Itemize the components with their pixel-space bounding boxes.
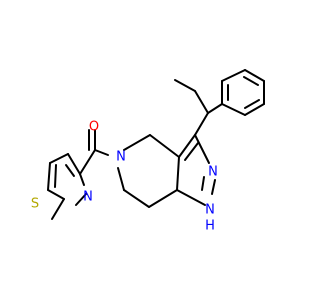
bond bbox=[178, 134, 196, 158]
atom-label-layer: O S N N N N H bbox=[31, 120, 218, 234]
bond bbox=[244, 99, 260, 109]
amide-nitrogen-label: N bbox=[116, 150, 126, 165]
bond bbox=[123, 134, 151, 151]
oxygen-atom-label: O bbox=[89, 120, 99, 135]
bond bbox=[211, 179, 216, 195]
bond bbox=[79, 173, 85, 186]
bond bbox=[47, 162, 51, 191]
bond bbox=[49, 153, 69, 164]
bond bbox=[123, 189, 150, 208]
bond bbox=[221, 69, 246, 82]
bond bbox=[67, 153, 81, 175]
bond bbox=[207, 103, 223, 114]
molecule-structure: O S N N N N H bbox=[31, 69, 265, 234]
bond bbox=[65, 164, 75, 177]
bond bbox=[184, 142, 199, 161]
bond bbox=[174, 79, 196, 92]
bond bbox=[194, 134, 210, 164]
bond bbox=[194, 90, 209, 114]
bond bbox=[51, 198, 65, 220]
pyrazole-nh-nitrogen-label: N bbox=[205, 203, 215, 218]
thiazole-nitrogen-label: N bbox=[83, 190, 93, 205]
bond bbox=[79, 149, 96, 175]
bond bbox=[148, 189, 178, 208]
bond bbox=[47, 189, 65, 200]
pyrazole-nitrogen-label: N bbox=[208, 165, 218, 180]
bond bbox=[54, 164, 57, 188]
bond bbox=[176, 156, 180, 191]
bond bbox=[221, 103, 246, 116]
bond bbox=[201, 176, 205, 191]
bond bbox=[149, 134, 180, 158]
bond bbox=[94, 149, 109, 156]
bond bbox=[244, 103, 265, 116]
bond bbox=[194, 112, 209, 136]
bond bbox=[244, 69, 265, 82]
bond bbox=[243, 76, 259, 86]
bond-layer bbox=[47, 69, 265, 220]
bond bbox=[176, 189, 206, 206]
bond bbox=[117, 167, 125, 191]
sulfur-atom-label: S bbox=[31, 197, 39, 212]
bond bbox=[75, 193, 87, 206]
pyrazole-nh-hydrogen-label: H bbox=[205, 219, 215, 234]
